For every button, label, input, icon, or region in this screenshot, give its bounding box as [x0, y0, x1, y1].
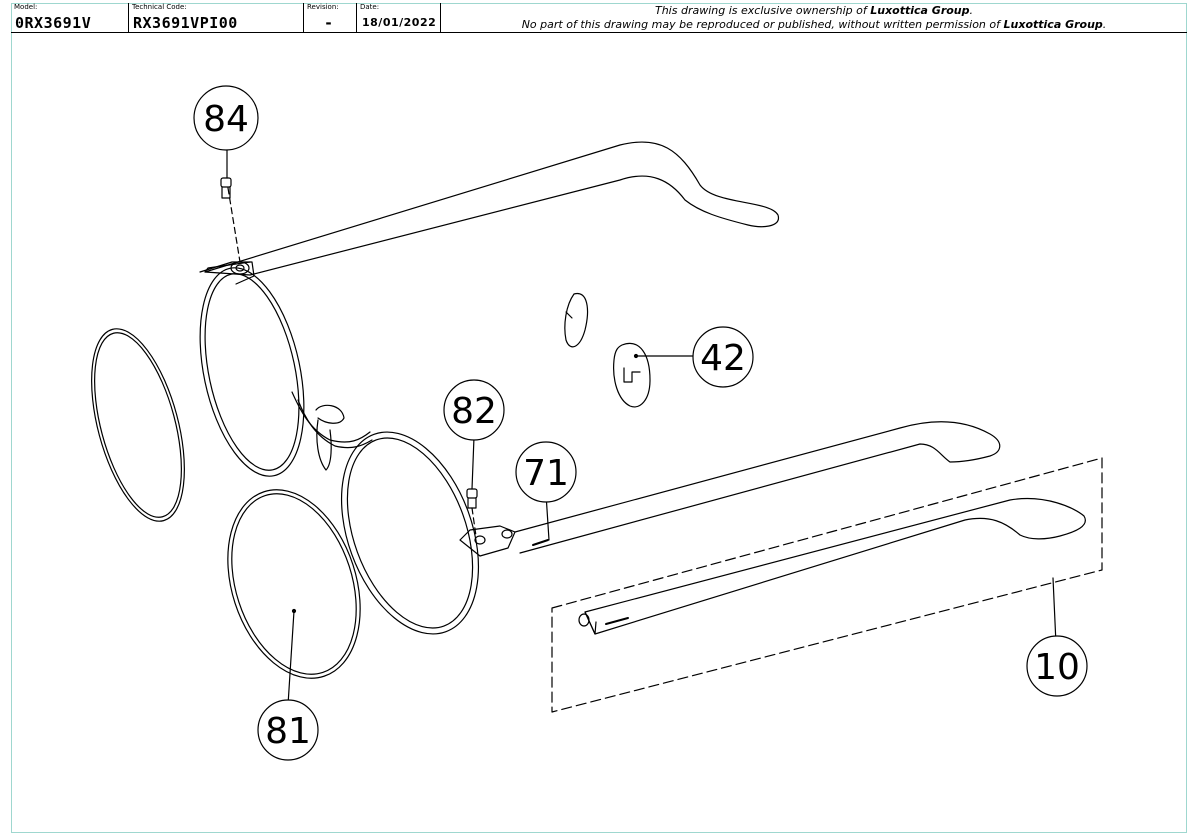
date-label: Date: — [360, 3, 380, 11]
callout-42-label: 42 — [700, 338, 746, 379]
notice-line-2: No part of this drawing may be reproduce… — [441, 18, 1187, 32]
temple-replacement-10 — [551, 457, 1103, 713]
revision-cell: Revision: - — [304, 3, 357, 33]
notice-line-2-text: No part of this drawing may be reproduce… — [521, 18, 1004, 31]
title-block: Model: 0RX3691V Technical Code: RX3691VP… — [11, 3, 1187, 33]
model-cell: Model: 0RX3691V — [11, 3, 129, 33]
date-cell: Date: 18/01/2022 — [357, 3, 441, 33]
callout-71-label: 71 — [523, 453, 569, 494]
callout-84: 84 — [193, 85, 259, 151]
callout-81-label: 81 — [265, 711, 311, 752]
temple-left — [204, 141, 779, 276]
notice-line-1-end: . — [969, 4, 974, 17]
revision-label: Revision: — [307, 3, 339, 11]
rim-left — [199, 267, 305, 477]
ownership-notice: This drawing is exclusive ownership of L… — [441, 3, 1187, 33]
callout-82: 82 — [443, 379, 505, 441]
model-value: 0RX3691V — [15, 14, 92, 32]
lens-back — [91, 328, 185, 522]
nose-pad-pair — [564, 292, 695, 408]
temple-right-71 — [459, 421, 1001, 557]
notice-line-1: This drawing is exclusive ownership of L… — [441, 4, 1187, 18]
technical-code-cell: Technical Code: RX3691VPI00 — [129, 3, 304, 33]
callout-71: 71 — [515, 441, 577, 503]
rim-right — [340, 431, 480, 635]
notice-line-1-company: Luxottica Group — [870, 4, 970, 17]
technical-code-label: Technical Code: — [132, 3, 187, 11]
date-value: 18/01/2022 — [362, 16, 437, 29]
notice-line-2-company: Luxottica Group — [1003, 18, 1103, 31]
lens-81 — [227, 489, 361, 679]
notice-line-1-text: This drawing is exclusive ownership of — [654, 4, 871, 17]
callout-82-label: 82 — [451, 391, 497, 432]
callout-10-label: 10 — [1034, 647, 1080, 688]
callout-10: 10 — [1026, 635, 1088, 697]
callout-81: 81 — [257, 699, 319, 761]
screw-82 — [466, 436, 478, 537]
callout-84-label: 84 — [203, 99, 249, 140]
notice-line-2-end: . — [1102, 18, 1107, 31]
technical-code-value: RX3691VPI00 — [133, 14, 238, 32]
callout-42: 42 — [692, 326, 754, 388]
revision-value: - — [324, 14, 334, 32]
screw-84 — [220, 177, 241, 263]
leader-81 — [287, 610, 295, 706]
drawing-border — [11, 3, 1187, 833]
model-label: Model: — [14, 3, 38, 11]
bridge — [291, 391, 373, 471]
